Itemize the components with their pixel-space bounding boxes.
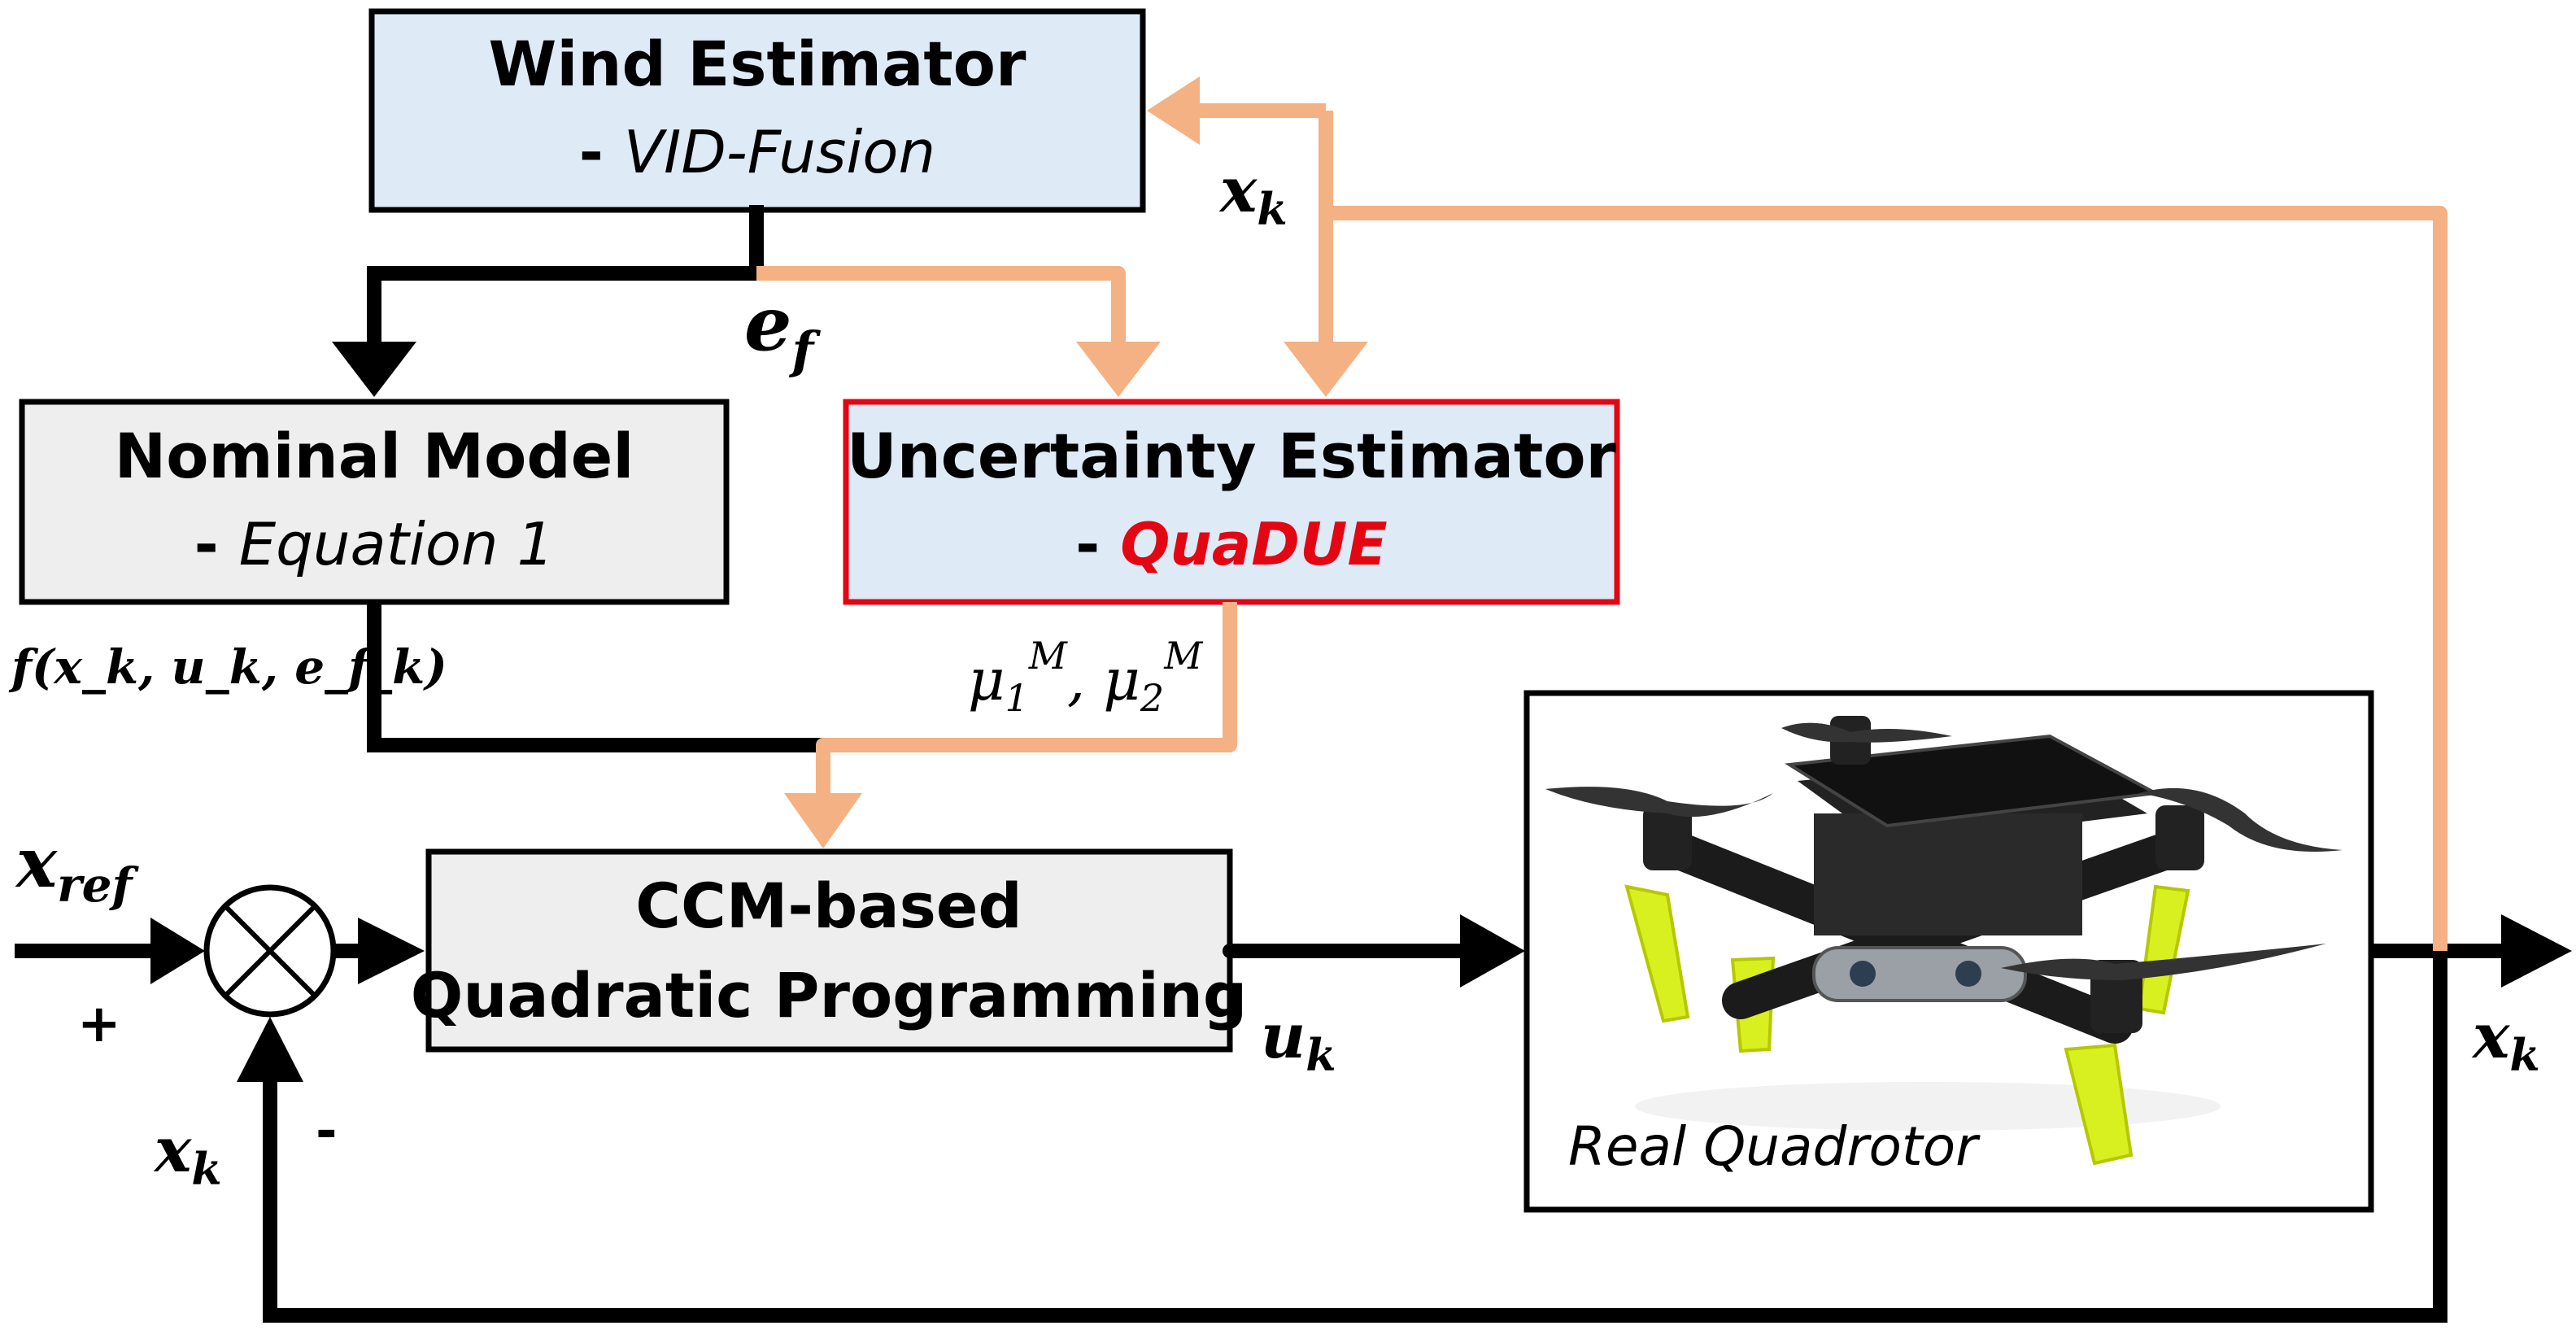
uk-label: uk [1261,1000,1336,1081]
wind-estimator-title: Wind Estimator [489,28,1026,100]
arrow-xk-into-uncertainty [1284,342,1368,397]
xk-top-label: xk [1218,154,1288,235]
f-expression-label: f(x_k, u_k, e_f_k) [8,639,447,695]
uncertainty-estimator-block: Uncertainty Estimator - QuaDUE [843,399,1620,605]
arrow-feedback-into-junction [237,1017,303,1082]
wind-to-nominal-line [367,205,764,342]
xk-output-label: xk [2471,1000,2540,1081]
arrow-into-controller [358,918,425,984]
real-quadrotor-caption: Real Quadrotor [1568,1115,1981,1178]
minus-sign: - [316,1101,338,1162]
arrow-ef-into-uncertainty [1076,342,1161,397]
wind-estimator-subtitle: - VID-Fusion [579,118,935,186]
nominal-model-title: Nominal Model [115,420,634,492]
wind-estimator-block: Wind Estimator - VID-Fusion [368,8,1146,213]
mu-to-controller-line [816,602,1237,797]
arrow-mu-into-controller [784,793,862,848]
mu-label: μ1M, μ2M [968,634,1204,720]
black-arrowheads [150,342,2572,1082]
summing-junction-icon [203,884,337,1018]
uncertainty-estimator-title: Uncertainty Estimator [847,420,1617,492]
ccm-qp-controller-block: CCM-based Quadratic Programming [411,848,1248,1053]
nominal-to-merge-line [367,602,823,752]
xk-feedback-label: xk [153,1114,222,1195]
arrow-output [2501,914,2572,988]
arrow-into-nominal [332,342,416,397]
feedback-loop-line [263,951,2447,1323]
xk-tap-line [1326,206,2447,951]
xref-label: xref [15,822,140,913]
nominal-model-block: Nominal Model - Equation 1 [19,399,730,605]
real-quadrotor-block: Real Quadrotor [1523,690,2374,1213]
controller-output-dot [1223,944,1237,958]
orange-arrowheads [784,76,1368,848]
ef-label: ef [744,280,822,380]
quadrotor-drone-icon [1545,716,2343,1166]
arrow-into-plant [1460,914,1525,988]
nominal-model-subtitle: - Equation 1 [194,510,555,578]
orange-signal-lines [756,103,2447,951]
black-signal-lines [15,205,2501,1323]
arrow-xk-into-wind [1147,76,1200,145]
plus-sign: + [77,994,121,1054]
uncertainty-estimator-subtitle: - QuaDUE [1075,510,1387,578]
ef-to-uncertainty-line [756,266,1126,342]
arrow-into-junction [150,918,205,984]
controller-title-line2: Quadratic Programming [411,959,1248,1031]
controller-title-line1: CCM-based [635,870,1022,942]
